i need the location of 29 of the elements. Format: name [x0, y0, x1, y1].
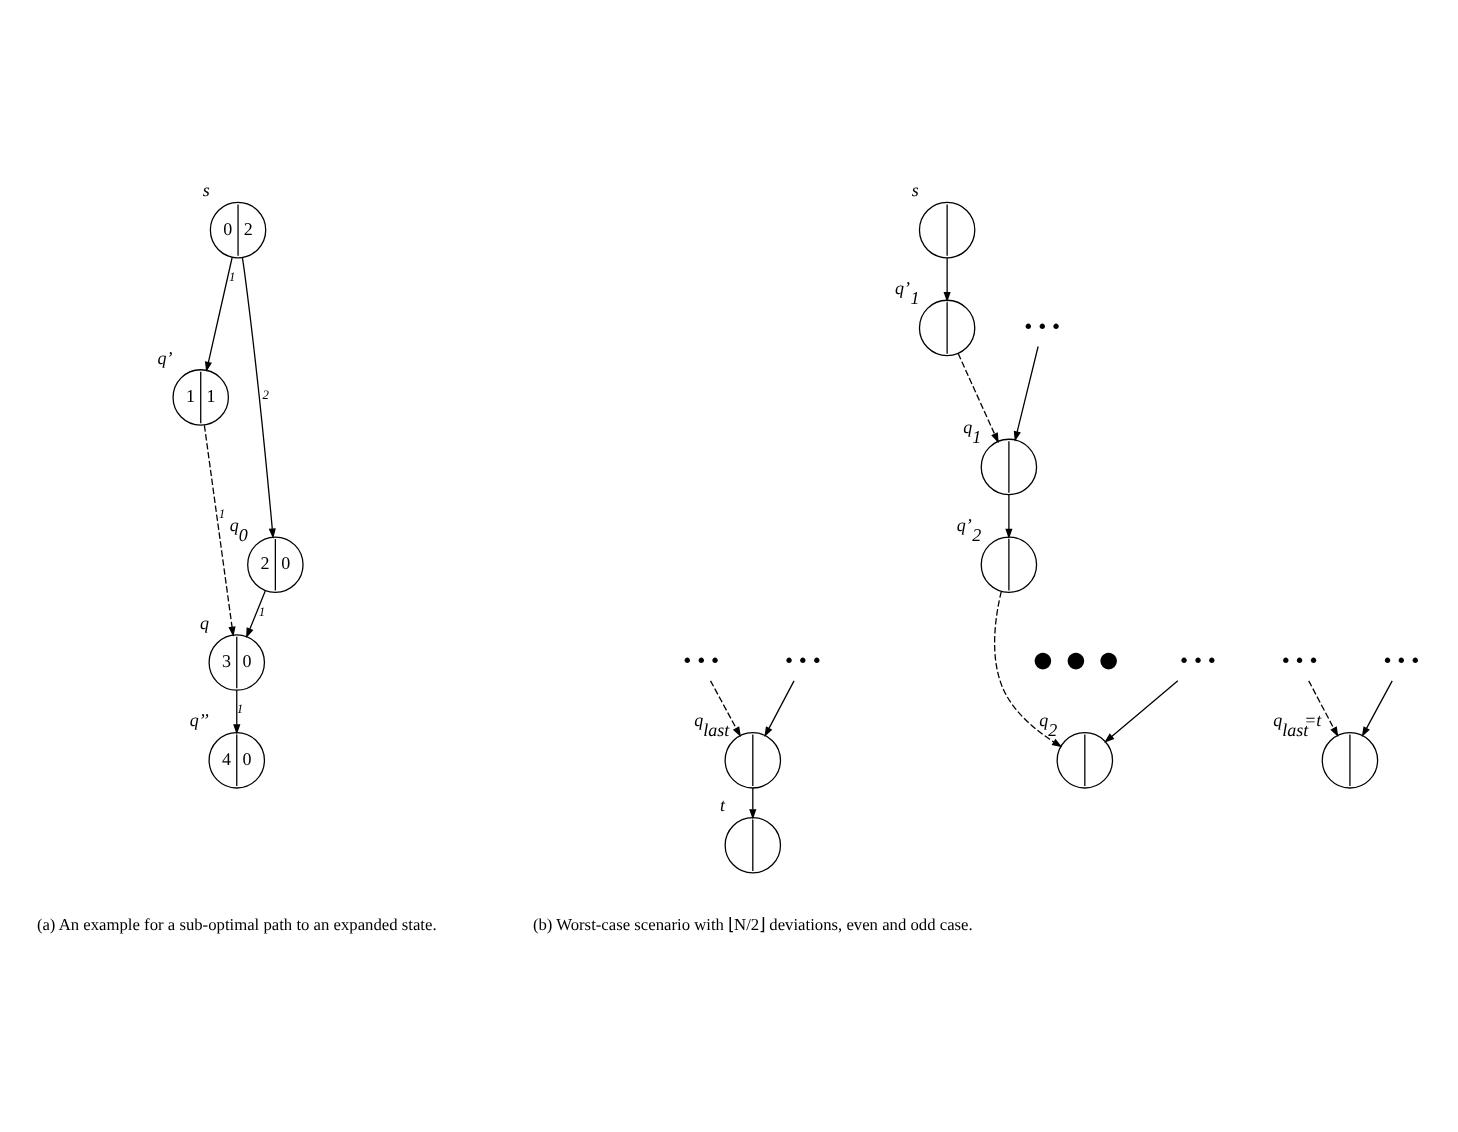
node-label: q’’ [189, 710, 209, 731]
node-text: • • • [1024, 313, 1061, 340]
arrow [1308, 680, 1339, 738]
node-text: • • • [683, 648, 720, 675]
arrow [994, 590, 1063, 748]
node-label: q [200, 612, 210, 633]
arrow [943, 257, 951, 303]
arrow [1104, 680, 1179, 743]
node-label: q’ [157, 347, 173, 368]
node-text: • • • [784, 648, 821, 675]
arrow [246, 590, 266, 639]
node-label: s [202, 180, 210, 201]
label: ● ● ● [1031, 640, 1121, 683]
arrow [1005, 494, 1013, 539]
arrow [1013, 345, 1039, 442]
arrow [233, 689, 241, 735]
arrow [749, 787, 757, 820]
arrow [241, 256, 276, 539]
node-text: • • • [1180, 648, 1216, 675]
arrow [203, 424, 236, 637]
node-text: • • • [1281, 648, 1318, 675]
node-label: s [911, 180, 919, 201]
arrow [764, 680, 795, 738]
node-text: • • • [1383, 648, 1420, 675]
arrow [709, 680, 741, 738]
arrow [957, 352, 999, 444]
arrow [1361, 680, 1393, 738]
arrow [204, 256, 233, 373]
node-label: t [719, 795, 726, 816]
